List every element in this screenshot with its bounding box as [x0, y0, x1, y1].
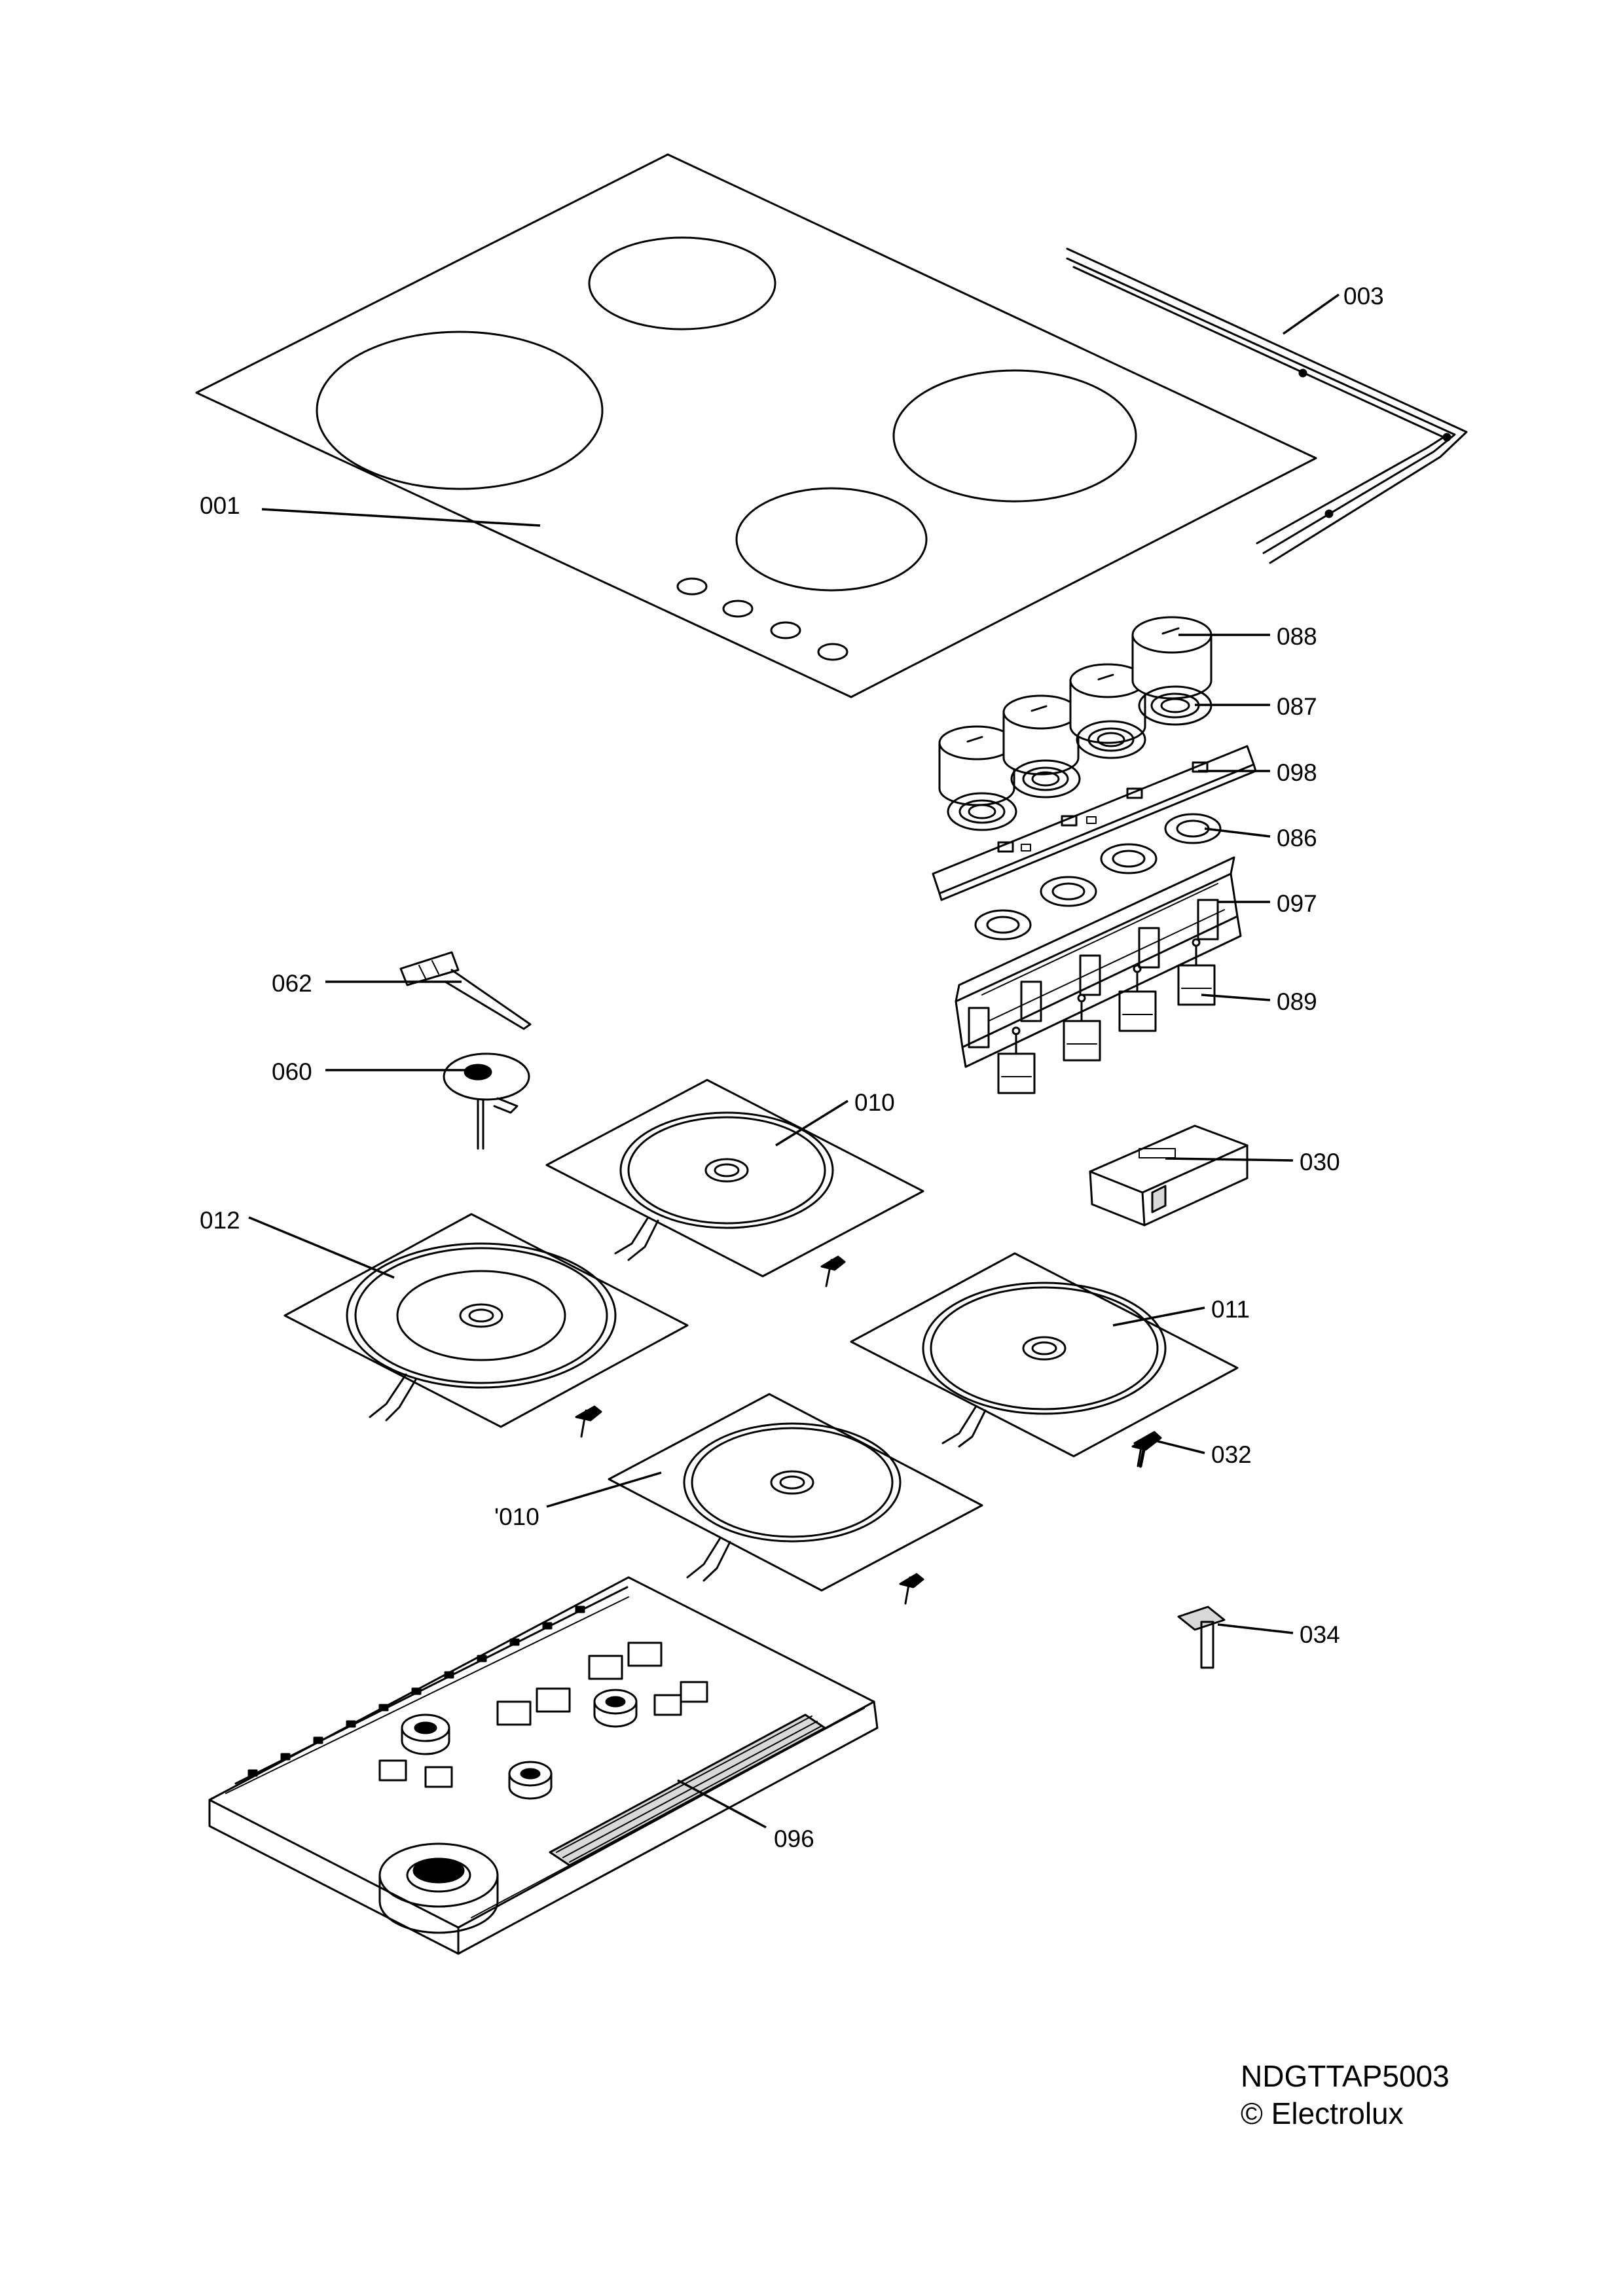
part-089-rotary-switches — [997, 938, 1216, 1094]
part-011-heating-element — [850, 1252, 1239, 1467]
label-003: 003 — [1343, 283, 1384, 310]
label-088: 088 — [1277, 623, 1317, 650]
part-096-base-tray-electronics — [208, 1576, 879, 1955]
part-097-switch-holder — [955, 856, 1242, 1068]
part-032-clip — [1133, 1431, 1162, 1468]
label-097: 097 — [1277, 890, 1317, 917]
leader-lines — [248, 293, 1340, 1829]
label-096: 096 — [774, 1825, 814, 1852]
coil-large — [378, 1842, 499, 1934]
label-012: 012 — [200, 1207, 240, 1234]
tray-slots — [247, 1605, 585, 1777]
label-010-upper: 010 — [854, 1089, 895, 1116]
label-030: 030 — [1300, 1149, 1340, 1175]
part-012-heating-element-large — [283, 1213, 689, 1438]
knob-1 — [938, 725, 1015, 806]
label-032: 032 — [1211, 1441, 1252, 1468]
part-003-frame-strip — [1066, 247, 1468, 564]
copyright-notice: © Electrolux — [1241, 2096, 1404, 2130]
label-087: 087 — [1277, 693, 1317, 720]
label-089: 089 — [1277, 988, 1317, 1015]
part-060-temperature-sensor — [443, 1052, 530, 1150]
document-code: NDGTTAP5003 — [1241, 2059, 1450, 2093]
knob-2 — [1002, 694, 1080, 776]
part-001-glass-cooktop — [195, 153, 1317, 698]
part-034-connector — [1177, 1605, 1226, 1669]
label-011: 011 — [1211, 1296, 1250, 1323]
part-010-heating-element-upper — [545, 1079, 924, 1287]
part-030-control-box — [1089, 1124, 1249, 1227]
label-010-lower: '010 — [494, 1503, 539, 1530]
heatsink — [549, 1713, 826, 1867]
label-062: 062 — [272, 970, 312, 997]
capacitors — [378, 1641, 708, 1788]
label-034: 034 — [1300, 1621, 1340, 1648]
label-098: 098 — [1277, 759, 1317, 786]
footer: NDGTTAP5003 © Electrolux — [1241, 2059, 1450, 2130]
coil-small-2 — [508, 1761, 553, 1800]
part-062-bracket — [399, 951, 532, 1030]
part-098-control-panel-strip — [932, 745, 1257, 901]
coil-small-1 — [401, 1713, 450, 1755]
label-086: 086 — [1277, 825, 1317, 852]
part-010-heating-element-lower — [608, 1393, 983, 1605]
part-labels: 001 003 088 087 098 086 097 089 062 060 … — [200, 283, 1384, 1852]
label-060: 060 — [272, 1058, 312, 1085]
part-086-knob-rings-lower — [974, 813, 1222, 941]
label-001: 001 — [200, 492, 240, 519]
knob-4 — [1131, 616, 1213, 700]
knob-3 — [1069, 663, 1146, 744]
coil-small-3 — [593, 1689, 638, 1728]
part-088-control-knobs — [938, 616, 1213, 806]
